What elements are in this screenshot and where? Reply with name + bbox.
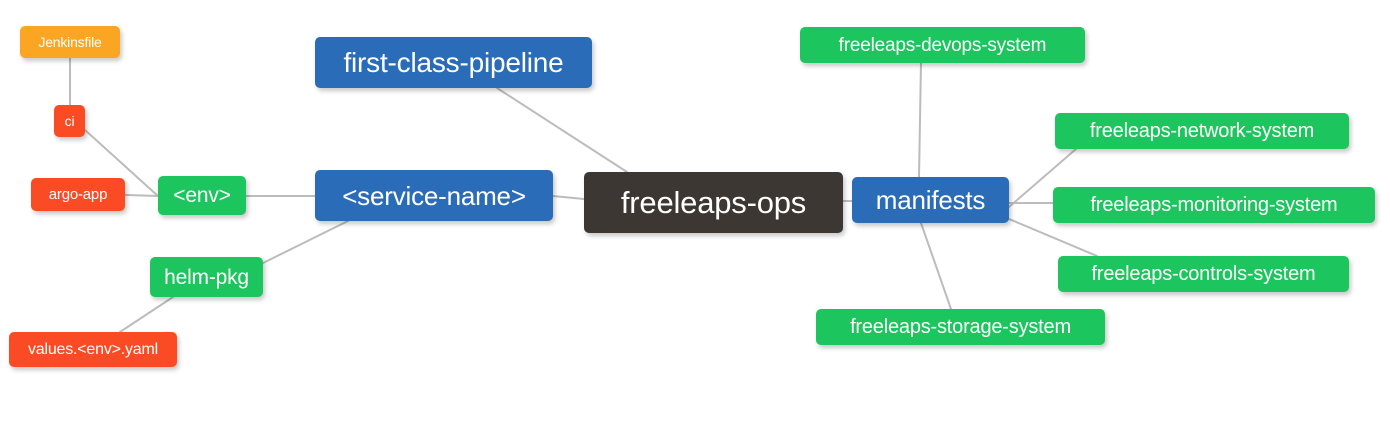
mindmap-node-label: freeleaps-storage-system: [850, 316, 1071, 338]
mindmap-node-freeleaps-network-system[interactable]: freeleaps-network-system: [1055, 113, 1349, 149]
mindmap-node-service-name[interactable]: <service-name>: [315, 170, 553, 221]
mindmap-node-label: freeleaps-devops-system: [838, 34, 1047, 56]
mindmap-node-label: values.<env>.yaml: [27, 340, 158, 358]
mindmap-node-label: freeleaps-controls-system: [1091, 263, 1316, 285]
mindmap-node-label: <env>: [173, 184, 231, 207]
edge-manifests-to-freeleaps-controls-system: [1008, 218, 1098, 257]
mindmap-node-label: <service-name>: [342, 180, 526, 211]
mindmap-node-freeleaps-controls-system[interactable]: freeleaps-controls-system: [1058, 256, 1349, 292]
mindmap-node-label: first-class-pipeline: [343, 46, 564, 78]
mindmap-node-jenkinsfile[interactable]: Jenkinsfile: [20, 26, 120, 58]
mindmap-node-label: freeleaps-ops: [620, 185, 807, 220]
edge-argo-app-to-env: [124, 194, 159, 197]
edge-helm-pkg-to-service-name: [262, 220, 349, 264]
mindmap-node-ci[interactable]: ci: [54, 105, 85, 137]
mindmap-node-label: manifests: [875, 185, 986, 215]
mindmap-node-manifests[interactable]: manifests: [852, 177, 1009, 223]
mindmap-node-label: freeleaps-monitoring-system: [1090, 194, 1338, 216]
edge-manifests-to-freeleaps-devops-system: [918, 62, 922, 178]
edge-manifests-to-freeleaps-storage-system: [920, 222, 952, 310]
mindmap-node-label: helm-pkg: [164, 265, 249, 289]
mindmap-node-values-env-yaml[interactable]: values.<env>.yaml: [9, 332, 177, 367]
mindmap-node-freeleaps-monitoring-system[interactable]: freeleaps-monitoring-system: [1053, 187, 1375, 223]
mindmap-node-env[interactable]: <env>: [158, 176, 246, 215]
mindmap-node-label: ci: [64, 113, 75, 129]
mindmap-node-freeleaps-storage-system[interactable]: freeleaps-storage-system: [816, 309, 1105, 345]
mindmap-node-helm-pkg[interactable]: helm-pkg: [150, 257, 263, 297]
mindmap-node-label: Jenkinsfile: [38, 34, 102, 50]
mindmap-node-label: freeleaps-network-system: [1089, 120, 1315, 142]
edge-values-env-yaml-to-helm-pkg: [119, 296, 174, 333]
mindmap-node-freeleaps-devops-system[interactable]: freeleaps-devops-system: [800, 27, 1085, 63]
mindmap-node-freeleaps-ops[interactable]: freeleaps-ops: [584, 172, 843, 233]
mindmap-node-first-class-pipeline[interactable]: first-class-pipeline: [315, 37, 592, 88]
mindmap-node-label: argo-app: [48, 186, 108, 203]
edge-service-name-to-freeleaps-ops: [552, 195, 585, 200]
edge-first-class-pipeline-to-freeleaps-ops: [496, 87, 628, 173]
mindmap-node-argo-app[interactable]: argo-app: [31, 178, 125, 211]
